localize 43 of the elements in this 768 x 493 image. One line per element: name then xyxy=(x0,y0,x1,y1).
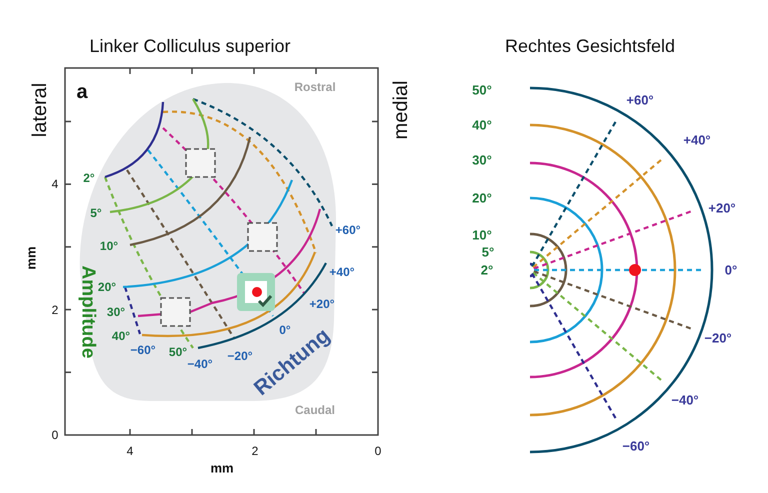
panel-title: Rechtes Gesichtsfeld xyxy=(504,37,676,55)
amplitude-label: 50° xyxy=(472,84,492,96)
direction-label: +20° xyxy=(309,298,335,310)
amplitude-label: 10° xyxy=(100,240,118,252)
amplitude-label: 30° xyxy=(472,154,492,166)
tick-label: 2 xyxy=(52,304,58,316)
direction-label: +40° xyxy=(329,266,355,278)
direction-label: −20° xyxy=(704,332,732,344)
tick-label: 4 xyxy=(126,445,134,457)
direction-label: −60° xyxy=(130,344,156,356)
amplitude-label: 30° xyxy=(106,306,126,318)
orientation-label: medial xyxy=(391,80,411,140)
direction-label: −20° xyxy=(227,350,253,362)
amplitude-label: 2° xyxy=(480,264,494,276)
amplitude-label: 5° xyxy=(90,207,102,219)
direction-label: +60° xyxy=(335,224,361,236)
amplitude-label: 50° xyxy=(168,346,188,358)
orientation-label: lateral xyxy=(30,82,50,138)
direction-label: −60° xyxy=(622,440,650,452)
orientation-label: Rostral xyxy=(294,81,336,93)
amplitude-label: 20° xyxy=(98,281,116,293)
amplitude-label: 2° xyxy=(83,172,95,184)
direction-label: 0° xyxy=(724,264,738,276)
tick-label: 0 xyxy=(374,445,382,457)
amplitude-label: 5° xyxy=(482,246,494,258)
direction-label: +20° xyxy=(708,202,736,214)
axis-title: mm xyxy=(24,246,38,270)
tick-label: 2 xyxy=(252,445,258,457)
axis-title: Amplitude xyxy=(78,266,98,358)
direction-label: −40° xyxy=(187,358,213,370)
direction-label: −40° xyxy=(671,394,699,406)
amplitude-label: 40° xyxy=(472,118,492,132)
tick-label: 0 xyxy=(52,429,58,441)
orientation-label: Caudal xyxy=(295,404,335,416)
direction-label: +40° xyxy=(683,134,711,146)
axis-title: mm xyxy=(210,462,234,474)
tick-label: 4 xyxy=(52,178,58,190)
panel-letter: a xyxy=(76,82,88,102)
amplitude-label: 40° xyxy=(112,330,130,342)
amplitude-label: 20° xyxy=(472,192,492,204)
amplitude-label: 10° xyxy=(472,228,492,242)
direction-label: +60° xyxy=(626,94,654,106)
panel-title: Linker Colliculus superior xyxy=(89,37,291,55)
